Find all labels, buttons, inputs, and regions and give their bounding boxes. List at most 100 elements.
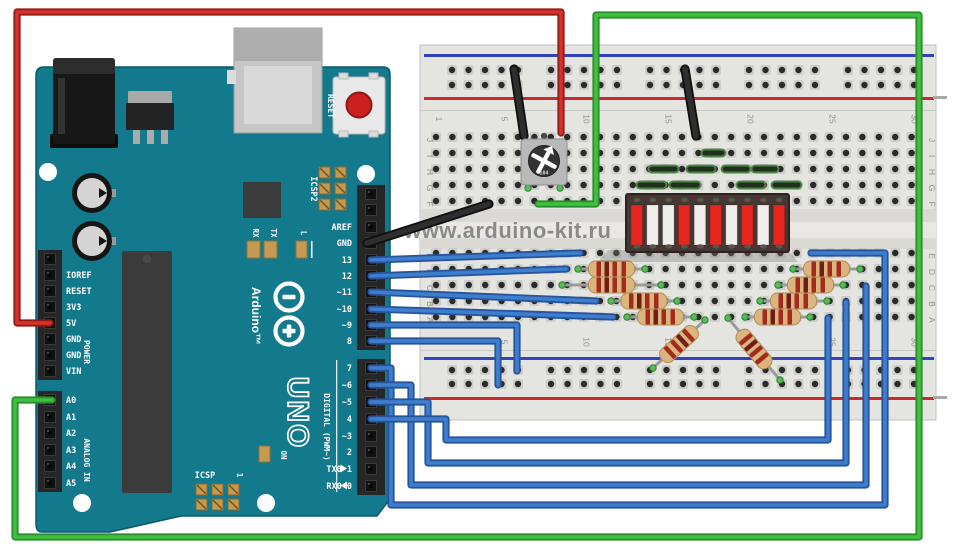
wires-layer (11, 8, 923, 541)
tx-led (263, 240, 278, 259)
led-segment-lit (772, 204, 786, 246)
led-segment-off (662, 204, 675, 246)
column-number: 1 (434, 117, 444, 122)
pin-label-digital: ~6 (342, 381, 352, 391)
icsp-label: ICSP (195, 471, 215, 481)
arduino-model: UNO (281, 377, 314, 450)
pin-label-digital: RX0 0 (326, 482, 352, 492)
led-bargraph (598, 193, 798, 262)
pin-label-power: 5V (66, 319, 76, 329)
pin-label-power: VIN (66, 367, 81, 377)
rx-label: RX (251, 228, 260, 238)
led-segment-lit (741, 204, 754, 246)
mounting-hole (39, 163, 57, 181)
resistor (623, 308, 698, 326)
pin-label-power: GND (66, 351, 81, 361)
arduino-logo (273, 281, 305, 313)
mounting-hole (257, 494, 275, 512)
pin-label-digital: ~9 (342, 321, 352, 331)
led-segment-lit (677, 204, 691, 246)
column-number: 25 (828, 337, 838, 347)
led-segment-lit (630, 204, 643, 246)
reset-button-cap (345, 91, 373, 119)
row-letter: F (927, 201, 937, 206)
l-led (295, 240, 308, 259)
row-letter: H (927, 169, 937, 175)
pin-label-analog: A2 (66, 429, 76, 439)
pin-label-digital: GND (337, 239, 352, 249)
column-number: 5 (500, 340, 510, 345)
row-letter: E (927, 253, 937, 259)
led-segment-off (756, 204, 770, 246)
icsp2-label: ICSP2 (308, 176, 318, 202)
resistor (741, 308, 814, 326)
analog-header (38, 391, 62, 492)
top-rail-red-line (424, 97, 934, 100)
pin-label-digital: 4 (347, 415, 352, 425)
row-letter: J (927, 138, 937, 142)
row-letter: H (425, 169, 435, 175)
l-label: L (299, 231, 308, 236)
row-letter: F (425, 201, 435, 206)
pin-label-analog: A0 (66, 396, 76, 406)
breadboard: JJIIHHGGFFEEDDCCBBAA11551010151520202525… (419, 44, 947, 421)
column-number: 5 (500, 117, 510, 122)
led-segment-off (725, 204, 738, 246)
row-letter: C (425, 285, 435, 291)
pin-label-analog: A3 (66, 446, 76, 456)
resistor (558, 276, 665, 294)
pin-label-analog: A5 (66, 479, 76, 489)
reset-label: RESET (326, 94, 335, 118)
pin-label-digital: 12 (342, 272, 352, 282)
pin-label-digital: ~5 (342, 398, 352, 408)
pin-label-digital: 13 (342, 256, 352, 266)
resistor (789, 260, 864, 278)
column-number: 25 (828, 114, 838, 124)
pin-label-digital: AREF (332, 223, 352, 233)
pin-label-analog: A1 (66, 413, 76, 423)
pin-label-digital: ~11 (337, 288, 352, 298)
pin-label-power: IOREF (66, 271, 92, 281)
row-letter: I (927, 155, 937, 157)
on-led (258, 445, 271, 463)
row-letter: I (425, 155, 435, 157)
resistor (724, 314, 784, 384)
pin-label-digital: 2 (347, 448, 352, 458)
row-letter: G (927, 185, 937, 192)
resistor (774, 276, 847, 294)
rx-arrow-icon (340, 481, 347, 490)
power-group-label: POWER (82, 340, 91, 364)
icsp-pin1-label: 1 (235, 473, 244, 478)
analog-group-label: ANALOG IN (82, 438, 91, 482)
resistor (574, 260, 649, 278)
pin-label-power: 3V3 (66, 303, 81, 313)
pin-label-digital: ~10 (337, 305, 352, 315)
microcontroller-chip (122, 251, 172, 493)
column-number: 15 (664, 114, 674, 124)
potentiometer: 104 (520, 132, 568, 192)
pin-label-power: GND (66, 335, 81, 345)
potentiometer-value: 104 (539, 171, 548, 177)
column-number: 20 (746, 114, 756, 124)
row-letter: B (927, 301, 937, 307)
column-number: 30 (910, 114, 920, 124)
mounting-hole (73, 494, 91, 512)
tx-label: TX (269, 228, 278, 238)
pin-label-digital: 7 (347, 364, 352, 374)
column-number: 30 (910, 337, 920, 347)
resistor (649, 316, 709, 372)
pin-label-analog: A4 (66, 462, 76, 472)
pin-label-digital: 8 (347, 337, 352, 347)
column-number: 10 (582, 114, 592, 124)
led-segment-off (646, 204, 659, 246)
pin-label-digital: ~3 (342, 432, 352, 442)
on-label: ON (279, 450, 288, 460)
tx-arrow-icon (340, 464, 347, 473)
row-letter: B (425, 301, 435, 307)
top-rail-blue-line (424, 54, 934, 57)
led-segment-lit (709, 204, 722, 246)
voltage-regulator (128, 91, 172, 104)
